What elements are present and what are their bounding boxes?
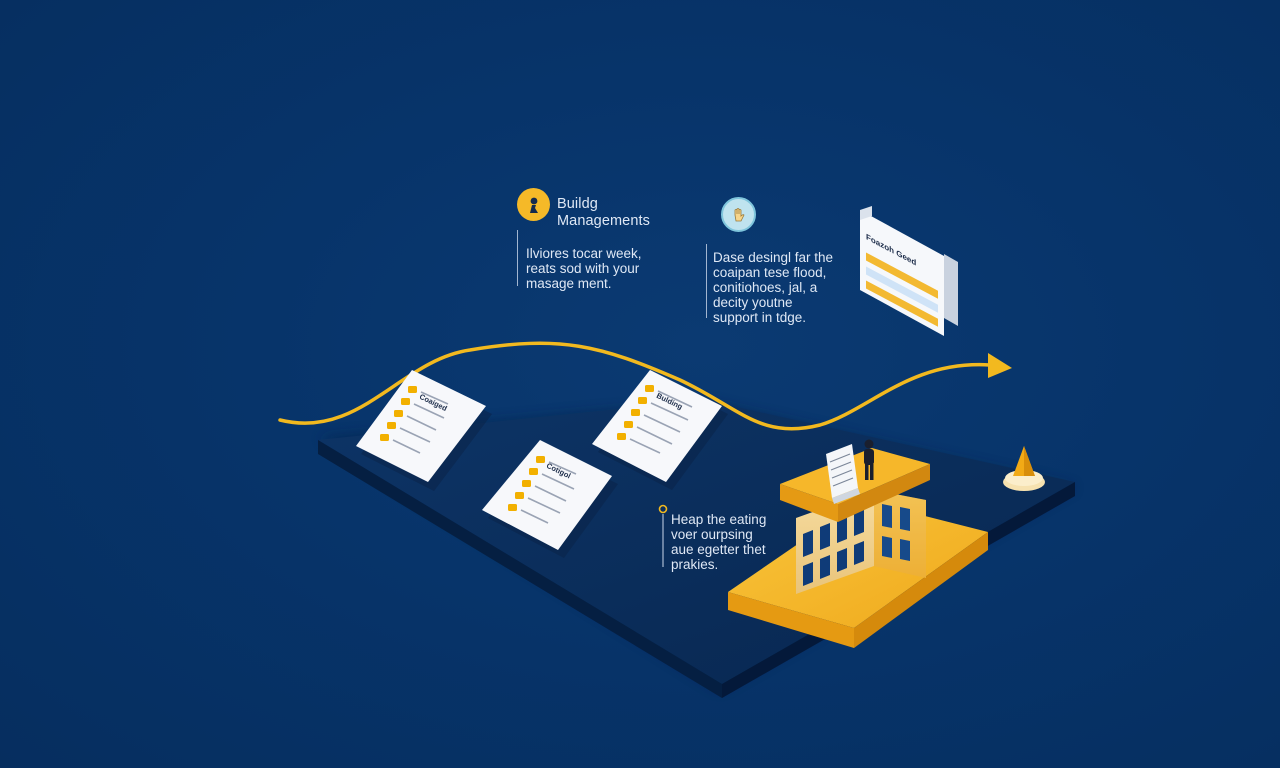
- building: [780, 448, 930, 594]
- building-management-rule: [517, 230, 518, 286]
- building-management-title: Buildg Managements: [557, 196, 650, 229]
- wrench-person-icon: [529, 197, 538, 213]
- arrow-head-icon: [988, 353, 1012, 378]
- help-callout-pin: [658, 504, 668, 567]
- person-figure: [864, 439, 874, 480]
- building-management-badge: [517, 188, 550, 221]
- design-body: Dase desingl far the coaipan tese flood,…: [713, 250, 834, 325]
- panel-bar-3: [866, 280, 938, 327]
- checklist-card-2: [482, 440, 618, 558]
- cone-marker: [1003, 446, 1045, 491]
- checklist-card-1: [356, 370, 492, 491]
- floating-panel: [860, 206, 958, 336]
- roof-clipboard: [826, 444, 860, 504]
- hand-icon: [734, 207, 744, 221]
- design-badge: [721, 197, 756, 232]
- panel-bar-1: [866, 252, 938, 299]
- flow-curve: [278, 341, 1012, 431]
- help-body: Heap the eating voer ourpsing aue egette…: [671, 512, 767, 572]
- building-management-body: Ilviores tocar week, reats sod with your…: [526, 246, 642, 291]
- design-rule: [706, 244, 707, 318]
- checklist-card-3: [592, 370, 728, 490]
- panel-bar-2: [866, 266, 938, 313]
